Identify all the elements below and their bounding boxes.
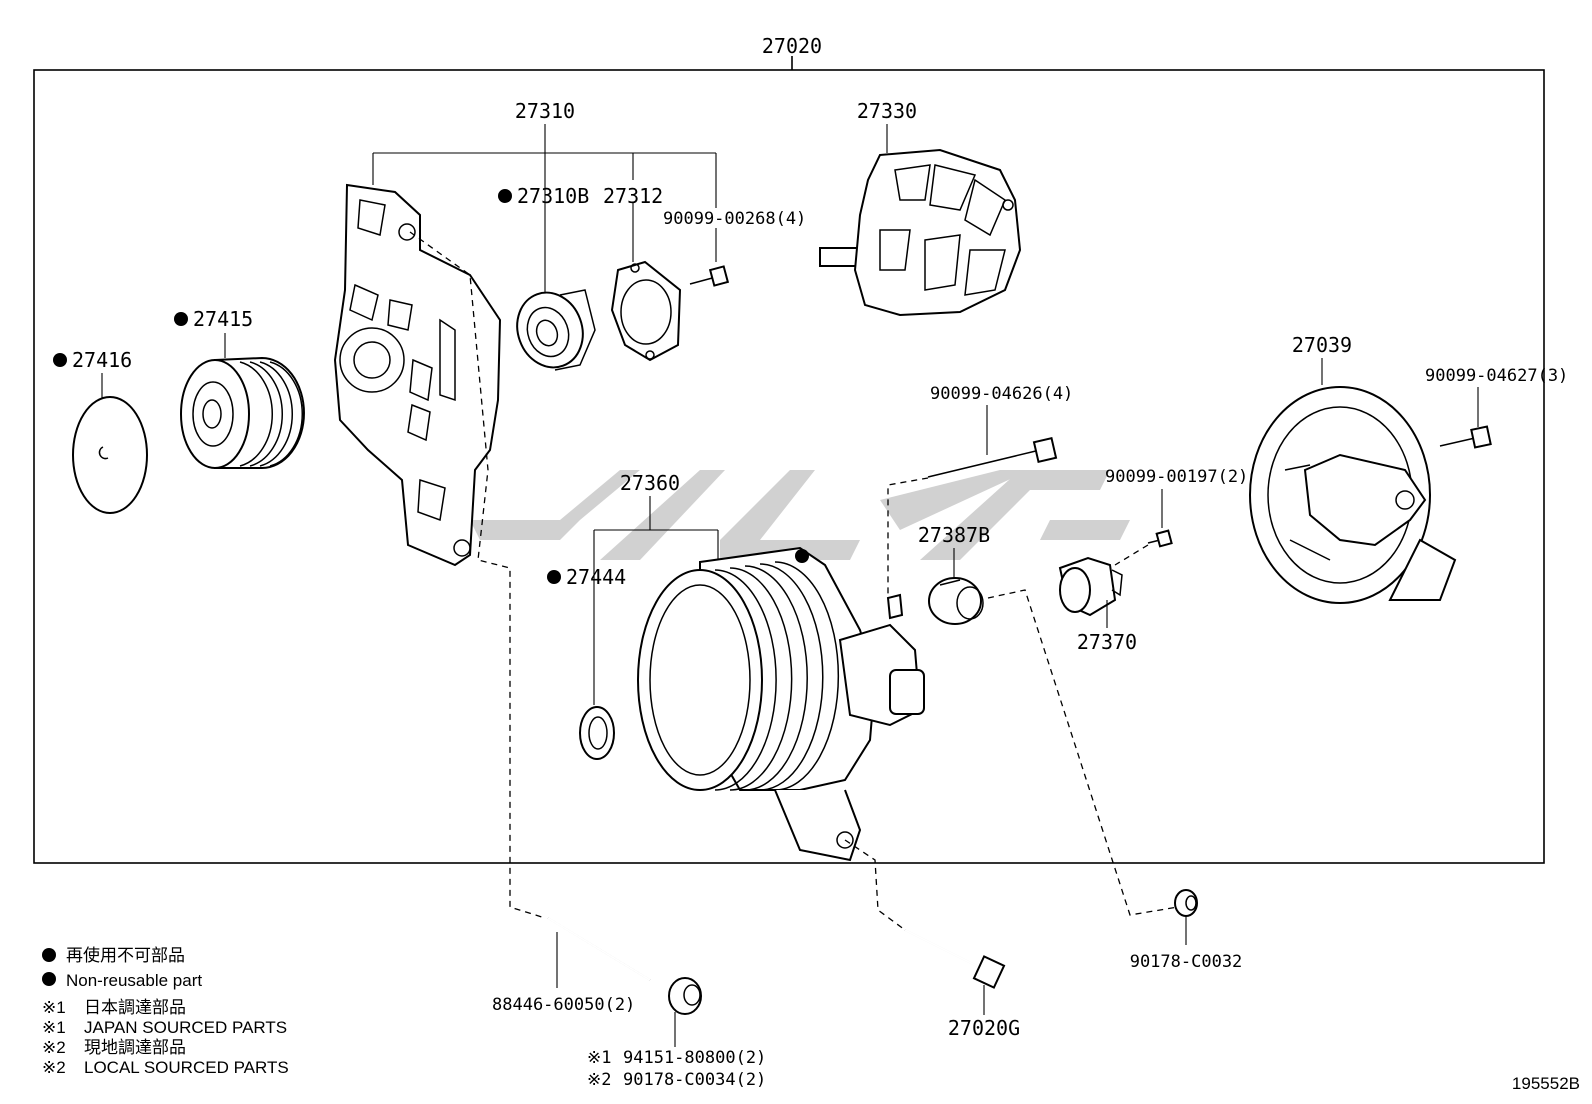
legend-japan-jp: 日本調達部品 xyxy=(84,998,186,1017)
leader-27360 xyxy=(593,496,719,705)
label-90099-04627[interactable]: 90099-04627(3) xyxy=(1425,366,1568,386)
leader-dashed xyxy=(987,589,1191,916)
seal-ring-part xyxy=(579,706,615,760)
legend: 再使用不可部品 Non-reusable part ※1 日本調達部品 ※1 J… xyxy=(42,945,289,1077)
label-90099-00268[interactable]: 90099-00268(4) xyxy=(663,209,806,229)
nonreusable-marker xyxy=(174,312,188,326)
pulley-cap-part xyxy=(72,396,148,514)
label-27416[interactable]: 27416 xyxy=(72,348,132,372)
label-27387b[interactable]: 27387B xyxy=(918,523,990,547)
brush-holder-part xyxy=(928,577,984,625)
regulator-part xyxy=(1058,556,1123,617)
leader-dashed xyxy=(1114,544,1149,566)
nut-part xyxy=(1174,889,1198,917)
label-27444[interactable]: 27444 xyxy=(566,565,626,589)
legend-ref-1: ※1 xyxy=(42,998,66,1017)
legend-local-en: LOCAL SOURCED PARTS xyxy=(84,1058,289,1077)
legend-bullet xyxy=(42,972,56,986)
watermark-logo xyxy=(470,470,1130,560)
label-27039[interactable]: 27039 xyxy=(1292,333,1352,357)
nonreusable-marker xyxy=(547,570,561,584)
label-27310b[interactable]: 27310B xyxy=(517,184,589,208)
drive-end-frame-part xyxy=(333,183,502,567)
label-27310[interactable]: 27310 xyxy=(515,99,575,123)
leader-dashed xyxy=(887,477,929,598)
rotor-part xyxy=(819,148,1022,317)
bearing-retainer-part xyxy=(610,260,682,362)
legend-nonreusable-en: Non-reusable part xyxy=(66,971,202,990)
label-90178-c0032[interactable]: 90178-C0032 xyxy=(1130,952,1243,972)
nut-part xyxy=(668,977,702,1015)
label-27360[interactable]: 27360 xyxy=(620,471,680,495)
assembly-frame xyxy=(33,56,1545,864)
bolt-part xyxy=(1439,425,1492,449)
label-88446-60050[interactable]: 88446-60050(2) xyxy=(492,995,635,1015)
legend-ref-1: ※1 xyxy=(42,1018,66,1037)
assembly-number[interactable]: 27020 xyxy=(762,34,822,58)
label-27330[interactable]: 27330 xyxy=(857,99,917,123)
label-90178-c0034[interactable]: 90178-C0034(2) xyxy=(623,1070,766,1090)
label-27370[interactable]: 27370 xyxy=(1077,630,1137,654)
rear-end-cover-part xyxy=(1249,386,1457,604)
label-27415[interactable]: 27415 xyxy=(193,307,253,331)
legend-local-jp: 現地調達部品 xyxy=(84,1038,186,1057)
leader-dashed xyxy=(844,839,906,931)
mounting-bolt-part xyxy=(904,929,1006,989)
legend-japan-en: JAPAN SOURCED PARTS xyxy=(84,1018,287,1037)
label-90099-00197[interactable]: 90099-00197(2) xyxy=(1105,467,1248,487)
legend-ref-2: ※2 xyxy=(42,1058,66,1077)
label-90099-04626[interactable]: 90099-04626(4) xyxy=(930,384,1073,404)
through-bolt-part xyxy=(927,437,1058,478)
label-27020g[interactable]: 27020G xyxy=(948,1016,1020,1040)
stud-bolt-part xyxy=(547,917,651,981)
diagram-id: 195552B xyxy=(1512,1074,1580,1093)
legend-ref-2: ※2 xyxy=(42,1038,66,1057)
legend-nonreusable-jp: 再使用不可部品 xyxy=(66,945,185,965)
ref-marker-1: ※1 xyxy=(587,1048,611,1068)
label-94151-80800[interactable]: 94151-80800(2) xyxy=(623,1048,766,1068)
nonreusable-marker xyxy=(498,189,512,203)
bearing-part xyxy=(516,289,596,371)
screw-part xyxy=(689,265,730,287)
leader-27310 xyxy=(372,124,717,295)
nonreusable-marker xyxy=(53,353,67,367)
label-27312[interactable]: 27312 xyxy=(603,184,663,208)
stator-part xyxy=(637,546,925,862)
legend-bullet xyxy=(42,948,56,962)
ref-marker-2: ※2 xyxy=(587,1070,611,1090)
pulley-part xyxy=(180,356,305,469)
screw-part xyxy=(1147,529,1173,548)
